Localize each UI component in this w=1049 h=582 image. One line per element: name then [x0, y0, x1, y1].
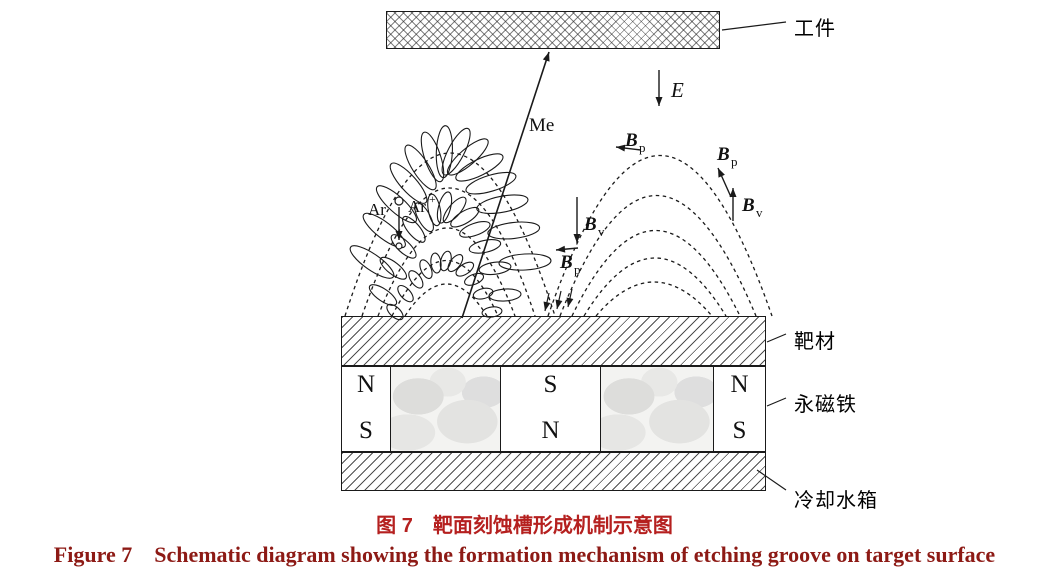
pole-label: S — [732, 417, 747, 444]
b-parallel-sub: p — [731, 154, 738, 169]
b-vertical-sub: v — [756, 205, 763, 220]
magnet-right: N S — [713, 366, 766, 452]
b-parallel-label: B — [559, 252, 573, 273]
target-bar — [341, 316, 766, 366]
caption-english: Figure 7 Schematic diagram showing the f… — [53, 542, 996, 567]
magnet-gap — [391, 366, 500, 452]
magnet-label: 永磁铁 — [794, 394, 857, 416]
b-vertical-sub: v — [598, 224, 605, 239]
magnet-left: N S — [341, 366, 391, 452]
me-label: Me — [529, 115, 554, 136]
magnet-middle: S N — [500, 366, 601, 452]
workpiece-bar — [386, 11, 720, 49]
ar-label: Ar — [368, 200, 386, 219]
target-label: 靶材 — [794, 331, 836, 353]
workpiece-label: 工件 — [794, 18, 836, 40]
b-parallel-label: B — [624, 130, 638, 151]
b-parallel-sub: p — [639, 140, 646, 155]
pole-label: N — [541, 417, 560, 444]
b-vertical-label: B — [741, 195, 755, 216]
pole-label: S — [359, 417, 373, 444]
ar-ion-charge: + — [429, 192, 436, 206]
b-parallel-sub: p — [574, 262, 581, 277]
b-parallel-label: B — [716, 144, 730, 165]
caption-chinese: 图 7 靶面刻蚀槽形成机制示意图 — [376, 515, 673, 537]
magnet-gap — [601, 366, 713, 452]
magnet-row: N S S N N S — [341, 366, 766, 452]
pole-label: N — [730, 371, 749, 398]
ar-ion-label: Ar — [408, 197, 426, 216]
pole-label: S — [543, 371, 558, 398]
water-tank-label: 冷却水箱 — [794, 490, 878, 512]
cooling-water-tank-bar — [341, 452, 766, 491]
b-vertical-label: B — [583, 214, 597, 235]
pole-label: N — [356, 371, 376, 398]
e-field-label: E — [670, 78, 684, 102]
